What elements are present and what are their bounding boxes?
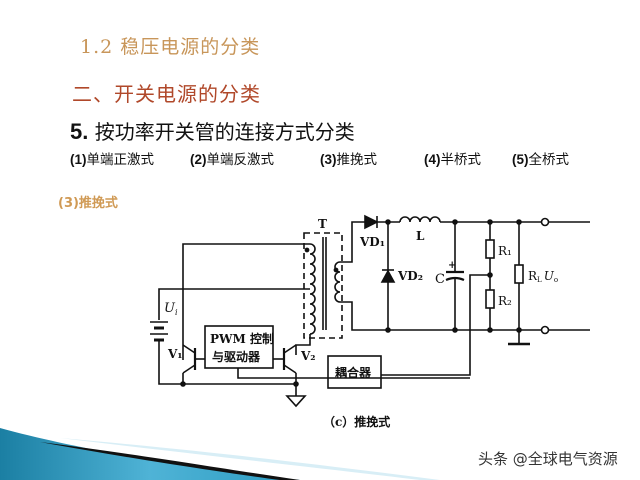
- svg-text:V₁: V₁: [167, 347, 183, 361]
- svg-text:PWM 控制: PWM 控制: [210, 331, 274, 346]
- svg-text:+: +: [448, 260, 456, 271]
- svg-text:V₂: V₂: [300, 349, 316, 363]
- svg-text:与驱动器: 与驱动器: [212, 350, 261, 364]
- svg-text:L: L: [416, 229, 425, 243]
- figure-caption: （c）推挽式: [323, 415, 391, 429]
- svg-text:VD₂: VD₂: [397, 269, 423, 283]
- subsection-title: 二、开关电源的分类: [72, 82, 261, 106]
- svg-text:R₁: R₁: [498, 244, 512, 258]
- current-type-label: (3)推挽式: [58, 196, 118, 211]
- svg-text:耦合器: 耦合器: [335, 365, 372, 380]
- svg-text:C: C: [435, 272, 445, 287]
- svg-text:R₂: R₂: [498, 294, 512, 308]
- heading-text: 按功率开关管的连接方式分类: [94, 120, 355, 144]
- type-item: (1)单端正激式: [70, 152, 154, 168]
- type-item: (2)单端反激式: [190, 152, 274, 168]
- transformer-box: [303, 232, 343, 339]
- type-item: (3)推挽式: [320, 152, 377, 168]
- type-item: (5)全桥式: [512, 152, 569, 168]
- svg-text:T: T: [318, 217, 327, 231]
- svg-text:VD₁: VD₁: [359, 235, 385, 249]
- heading-number: 5.: [70, 119, 89, 144]
- heading: 5. 按功率开关管的连接方式分类: [70, 116, 355, 145]
- decorative-wave: [0, 428, 440, 480]
- svg-text:Ui: Ui: [164, 301, 178, 317]
- type-item: (4)半桥式: [424, 152, 481, 168]
- section-title: 1.2 稳压电源的分类: [80, 36, 261, 58]
- watermark: 头条 @全球电气资源: [478, 450, 618, 468]
- push-pull-circuit-diagram: T Ui V₁ PWM 控制 与驱动器 V₂ 耦合器 VD₁: [150, 214, 590, 408]
